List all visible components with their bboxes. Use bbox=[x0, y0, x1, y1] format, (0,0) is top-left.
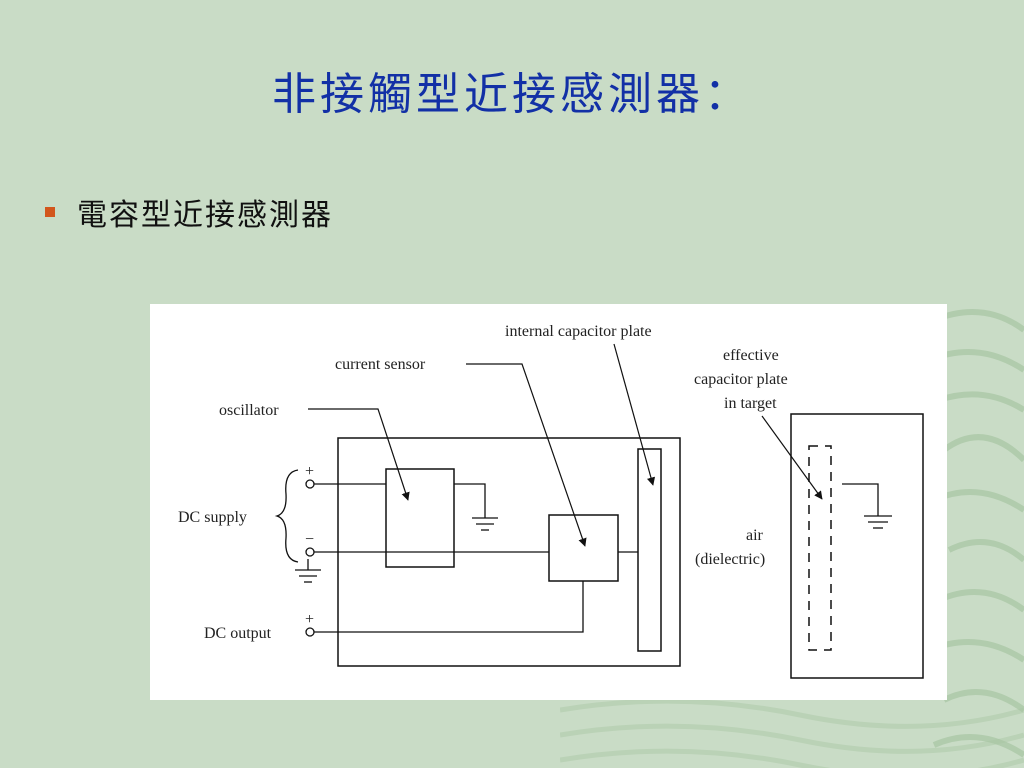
bullet-item: 電容型近接感測器 bbox=[45, 190, 333, 234]
current-sensor-leader bbox=[466, 363, 587, 547]
dc-supply-brace bbox=[274, 469, 299, 563]
dc-minus-terminal bbox=[305, 547, 315, 557]
label-effective-3: in target bbox=[724, 395, 777, 412]
label-dc-output: DC output bbox=[204, 625, 272, 642]
current-sensor-box bbox=[548, 514, 619, 582]
oscillator-leader bbox=[308, 408, 410, 501]
label-internal-capacitor-plate: internal capacitor plate bbox=[505, 323, 652, 340]
label-dc-supply: DC supply bbox=[178, 509, 247, 526]
target-body bbox=[790, 413, 924, 679]
dc-plus-terminal bbox=[305, 479, 315, 489]
label-minus: − bbox=[305, 531, 314, 548]
label-effective-2: capacitor plate bbox=[694, 371, 788, 388]
effective-plate-leader bbox=[761, 415, 823, 500]
label-dielectric: (dielectric) bbox=[695, 551, 765, 568]
label-air: air bbox=[746, 527, 764, 544]
internal-capacitor-plate bbox=[637, 448, 662, 652]
background-pattern-bottom bbox=[560, 698, 1024, 768]
oscillator-box bbox=[385, 468, 455, 568]
ground-symbols bbox=[295, 515, 892, 583]
label-current-sensor: current sensor bbox=[335, 356, 426, 373]
dc-output-terminal bbox=[305, 627, 315, 637]
label-plus-output: + bbox=[305, 611, 314, 628]
slide-title: 非接觸型近接感測器： bbox=[272, 69, 752, 120]
label-effective-1: effective bbox=[723, 347, 779, 364]
internal-plate-leader bbox=[613, 343, 656, 486]
bullet-text: 電容型近接感測器 bbox=[77, 198, 333, 233]
label-plus: + bbox=[305, 463, 314, 480]
label-oscillator: oscillator bbox=[219, 402, 279, 419]
effective-capacitor-plate bbox=[808, 445, 832, 651]
bullet-square-icon bbox=[45, 207, 55, 217]
capacitive-sensor-diagram: internal capacitor plate current sensor … bbox=[150, 304, 947, 700]
